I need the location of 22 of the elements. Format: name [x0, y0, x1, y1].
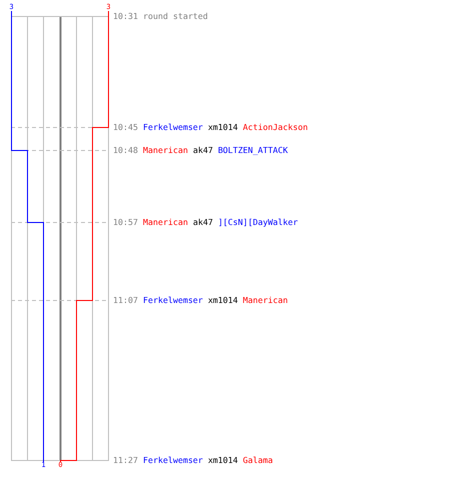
time-label: 10:48 — [113, 146, 138, 155]
player-name: Galama — [242, 456, 273, 465]
player-name: Manerican — [142, 146, 188, 155]
player-name: Ferkelwemser — [142, 123, 203, 132]
time-label: 10:45 — [113, 123, 138, 132]
player-name: ][CsN][DayWalker — [218, 218, 298, 227]
status-text: round started — [142, 12, 208, 21]
weapon-name: xm1014 — [208, 456, 238, 465]
player-name: Manerican — [142, 218, 188, 227]
time-label: 10:57 — [113, 218, 138, 227]
weapon-name: ak47 — [192, 146, 213, 155]
time-label: 11:07 — [113, 296, 138, 305]
player-name: BOLTZEN_ATTACK — [218, 146, 288, 155]
player-name: Ferkelwemser — [142, 456, 203, 465]
time-label: 10:31 — [113, 12, 138, 21]
weapon-name: xm1014 — [208, 296, 238, 305]
weapon-name: xm1014 — [208, 123, 238, 132]
time-label: 11:27 — [113, 456, 138, 465]
player-name: Manerican — [242, 296, 288, 305]
weapon-name: ak47 — [192, 218, 213, 227]
player-name: Ferkelwemser — [142, 296, 203, 305]
player-name: ActionJackson — [242, 123, 308, 132]
